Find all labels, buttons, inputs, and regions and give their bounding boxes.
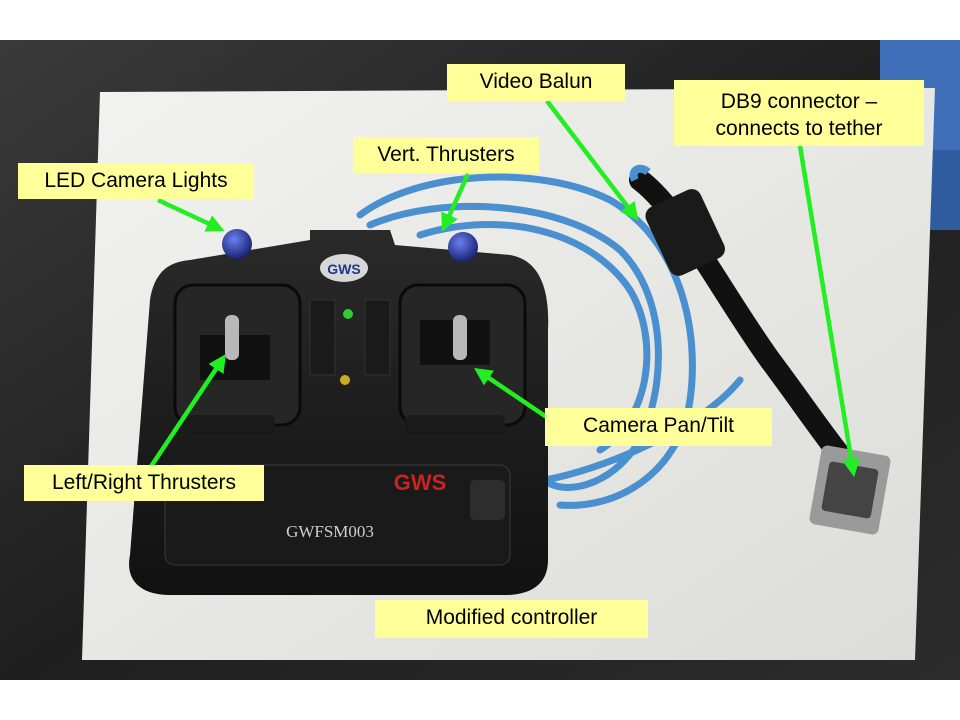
label-video-balun: Video Balun [447,64,625,101]
balun-cable [629,164,851,466]
pointer-arrows [148,99,861,478]
arrow-vert [441,173,471,232]
arrow-db9 [797,145,861,478]
arrow-pan-tilt [474,367,550,420]
decal-brand: GWS [394,470,447,495]
arrow-balun [545,99,639,221]
brand-badge: GWS [327,261,360,277]
label-left-right-thrusters: Left/Right Thrusters [24,465,264,501]
label-led-camera-lights: LED Camera Lights [18,163,254,199]
led-knob [222,229,252,259]
db9-connector-shape [809,445,891,535]
vert-thruster-knob [448,232,478,262]
label-db9-connector: DB9 connector – connects to tether [674,80,924,146]
label-camera-pan-tilt: Camera Pan/Tilt [545,408,772,446]
label-modified-controller: Modified controller [375,600,648,638]
arrow-led [157,197,225,232]
model-text: GWFSM003 [286,522,374,541]
label-vert-thrusters: Vert. Thrusters [353,137,539,173]
arrow-left-right [148,354,226,470]
